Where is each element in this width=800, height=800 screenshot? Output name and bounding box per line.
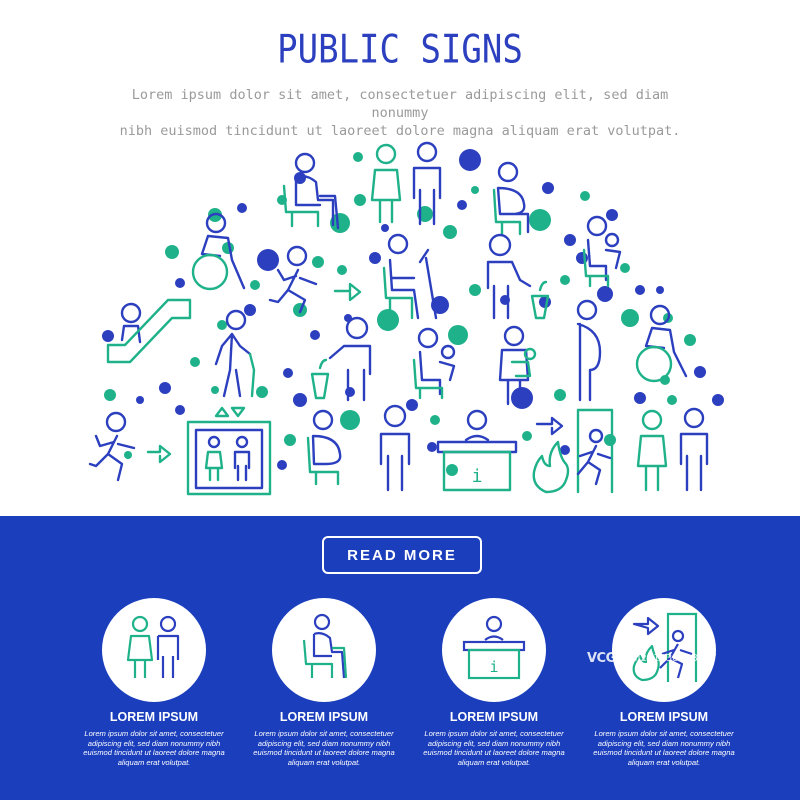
feature-card: LOREM IPSUM Lorem ipsum dolor sit amet, … bbox=[579, 598, 749, 767]
card-text: Lorem ipsum dolor sit amet, consectetuer… bbox=[409, 729, 579, 767]
emergency-exit-icon bbox=[535, 408, 614, 494]
elderly-seat-icon bbox=[282, 152, 340, 230]
woman-icon bbox=[636, 409, 668, 492]
page-subtitle: Lorem ipsum dolor sit amet, consectetuer… bbox=[100, 86, 700, 140]
wheelchair-icon bbox=[635, 304, 688, 383]
card-icon-circle: i bbox=[442, 598, 546, 702]
escalator-icon bbox=[106, 298, 192, 364]
card-text-line: euismod tincidunt ut laoreet dolore magn… bbox=[593, 748, 735, 758]
card-text-line: Lorem ipsum dolor sit amet, consectetuer bbox=[84, 729, 224, 738]
card-text-line: aliquam erat volutpat. bbox=[627, 757, 701, 767]
woman-icon bbox=[370, 143, 402, 224]
subtitle-line: nibh euismod tincidunt ut laoreet dolore… bbox=[119, 123, 681, 139]
read-more-button[interactable]: READ MORE bbox=[322, 536, 482, 574]
fire-icon bbox=[532, 440, 570, 494]
card-text-line: adipiscing elit, sed diam nonummy nibh bbox=[597, 738, 731, 748]
elevator-icon bbox=[186, 406, 272, 496]
info-symbol: i bbox=[489, 658, 498, 676]
card-text-line: euismod tincidunt ut laoreet dolore magn… bbox=[83, 748, 225, 758]
card-text-line: aliquam erat volutpat. bbox=[457, 757, 531, 767]
card-text-line: euismod tincidunt ut laoreet dolore magn… bbox=[253, 748, 395, 758]
card-text-line: Lorem ipsum dolor sit amet, consectetuer bbox=[254, 729, 394, 738]
pregnant-seat-icon bbox=[492, 161, 530, 236]
wheelchair-icon bbox=[191, 212, 246, 291]
restroom-icon bbox=[126, 615, 180, 678]
information-desk-icon: i bbox=[462, 615, 526, 680]
crutch-seat-icon bbox=[382, 233, 438, 320]
card-title: LOREM IPSUM bbox=[619, 710, 709, 724]
info-symbol: i bbox=[472, 466, 483, 487]
page-title: PUBLIC SIGNS bbox=[277, 27, 523, 73]
card-text-line: adipiscing elit, sed diam nonummy nibh bbox=[257, 738, 391, 748]
watermark-brand: VCG bbox=[587, 650, 616, 666]
watermark-code: GI211238408667 bbox=[629, 652, 717, 664]
subtitle-line: Lorem ipsum dolor sit amet, consectetuer… bbox=[131, 87, 669, 121]
elderly-cane-icon bbox=[214, 309, 256, 398]
feature-card: LOREM IPSUM Lorem ipsum dolor sit amet, … bbox=[239, 598, 409, 767]
direction-arrow-icon bbox=[333, 282, 362, 302]
parent-child-seat-icon bbox=[412, 327, 456, 400]
emergency-exit-icon bbox=[632, 612, 698, 682]
man-icon bbox=[379, 404, 411, 492]
card-text-line: aliquam erat volutpat. bbox=[287, 757, 361, 767]
card-icon-circle bbox=[102, 598, 206, 702]
pregnant-woman-icon bbox=[576, 299, 602, 402]
child-seat-icon bbox=[582, 215, 622, 288]
pregnant-seat-icon bbox=[306, 409, 342, 486]
card-text-line: Lorem ipsum dolor sit amet, consectetuer bbox=[594, 729, 734, 738]
card-title: LOREM IPSUM bbox=[279, 710, 369, 724]
card-text-line: aliquam erat volutpat. bbox=[117, 757, 191, 767]
card-text-line: Lorem ipsum dolor sit amet, consectetuer bbox=[424, 729, 564, 738]
feature-card: i LOREM IPSUM Lorem ipsum dolor sit amet… bbox=[409, 598, 579, 767]
public-signs-illustration: .b { fill: none; stroke: #2b3fbf; stroke… bbox=[88, 141, 724, 496]
elderly-seat-icon bbox=[302, 613, 348, 679]
card-text: Lorem ipsum dolor sit amet, consectetuer… bbox=[239, 729, 409, 767]
watermark: VCG GI211238408667 bbox=[587, 646, 787, 670]
card-text: Lorem ipsum dolor sit amet, consectetuer… bbox=[69, 729, 239, 767]
man-icon bbox=[679, 407, 709, 492]
card-text-line: adipiscing elit, sed diam nonummy nibh bbox=[427, 738, 561, 748]
mother-baby-icon bbox=[498, 325, 537, 406]
litter-bin-icon bbox=[486, 233, 550, 320]
card-text-line: adipiscing elit, sed diam nonummy nibh bbox=[87, 738, 221, 748]
card-text: Lorem ipsum dolor sit amet, consectetuer… bbox=[579, 729, 749, 767]
card-icon-circle bbox=[272, 598, 376, 702]
card-text-line: euismod tincidunt ut laoreet dolore magn… bbox=[423, 748, 565, 758]
decorative-dots bbox=[102, 149, 724, 476]
card-icon-circle bbox=[612, 598, 716, 702]
litter-bin-icon bbox=[310, 316, 372, 402]
running-person-icon bbox=[268, 245, 318, 314]
man-icon bbox=[412, 141, 442, 226]
card-title: LOREM IPSUM bbox=[109, 710, 199, 724]
feature-card: LOREM IPSUM Lorem ipsum dolor sit amet, … bbox=[69, 598, 239, 767]
card-title: LOREM IPSUM bbox=[449, 710, 539, 724]
emergency-exit-icon bbox=[88, 411, 172, 482]
information-desk-icon: i bbox=[436, 409, 518, 492]
